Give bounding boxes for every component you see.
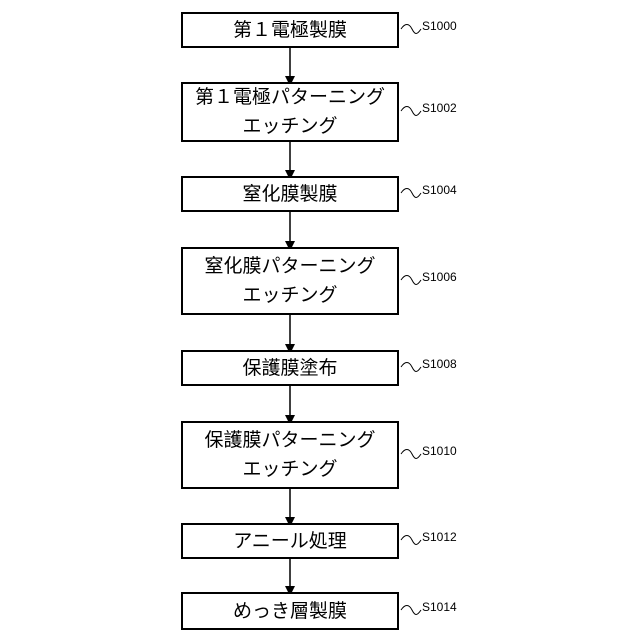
step-label-line: めっき層製膜 xyxy=(233,597,347,626)
leader-line xyxy=(401,107,421,116)
step-label-line: エッチング xyxy=(242,281,337,310)
step-label-line: 第１電極製膜 xyxy=(233,16,347,45)
step-id-s1006: S1006 xyxy=(422,270,457,284)
step-label-line: 保護膜パターニング xyxy=(204,426,375,455)
leader-line xyxy=(401,536,421,545)
step-box-s1008: 保護膜塗布 xyxy=(181,350,399,386)
step-label-line: 窒化膜パターニング xyxy=(204,252,375,281)
step-label-line: アニール処理 xyxy=(233,527,347,556)
step-label-line: 保護膜塗布 xyxy=(242,354,337,383)
step-id-s1008: S1008 xyxy=(422,357,457,371)
step-id-s1004: S1004 xyxy=(422,183,457,197)
step-label-line: エッチング xyxy=(242,112,337,141)
step-label-line: 第１電極パターニング xyxy=(195,83,385,112)
step-label-line: 窒化膜製膜 xyxy=(242,180,337,209)
leader-line xyxy=(401,450,421,459)
leader-line xyxy=(401,189,421,198)
step-box-s1014: めっき層製膜 xyxy=(181,592,399,630)
step-box-s1006: 窒化膜パターニング エッチング xyxy=(181,247,399,315)
step-box-s1000: 第１電極製膜 xyxy=(181,12,399,48)
leader-line xyxy=(401,363,421,372)
step-box-s1004: 窒化膜製膜 xyxy=(181,176,399,212)
leader-line xyxy=(401,25,421,34)
step-id-s1010: S1010 xyxy=(422,444,457,458)
step-id-s1014: S1014 xyxy=(422,600,457,614)
step-box-s1002: 第１電極パターニング エッチング xyxy=(181,82,399,142)
step-box-s1012: アニール処理 xyxy=(181,523,399,559)
step-box-s1010: 保護膜パターニング エッチング xyxy=(181,421,399,489)
step-id-s1012: S1012 xyxy=(422,530,457,544)
step-label-line: エッチング xyxy=(242,455,337,484)
leader-line xyxy=(401,276,421,285)
step-id-s1000: S1000 xyxy=(422,19,457,33)
step-id-s1002: S1002 xyxy=(422,101,457,115)
leader-line xyxy=(401,606,421,615)
